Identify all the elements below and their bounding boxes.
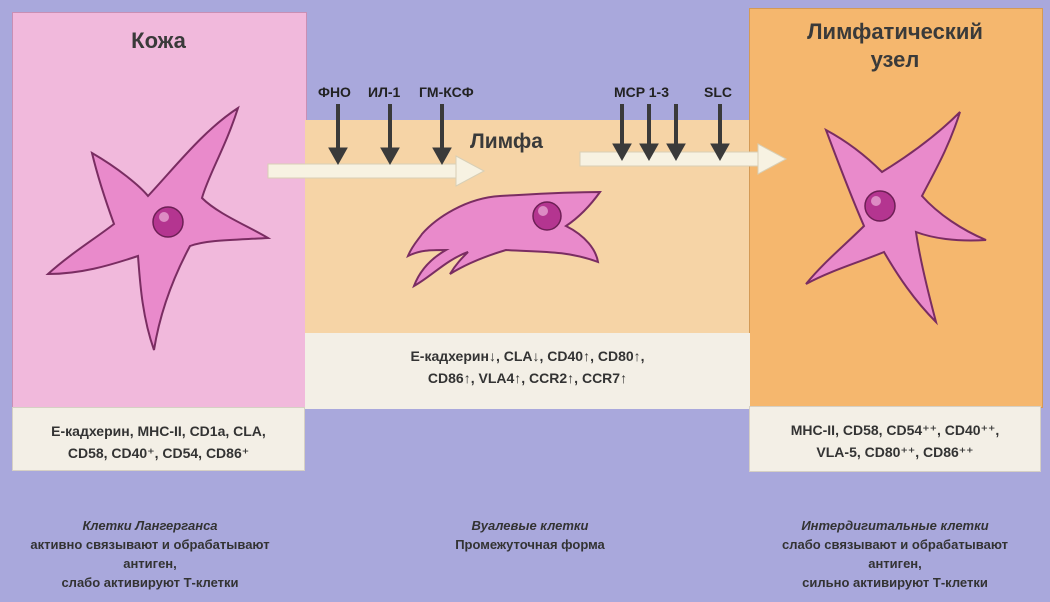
signal-arrow-il1 xyxy=(381,104,399,164)
interdigitating-cell xyxy=(806,112,986,322)
node-markers-box: MHC-II, CD58, CD54⁺⁺, CD40⁺⁺, VLA-5, CD8… xyxy=(749,406,1041,472)
caption-langerhans-line2: антиген, xyxy=(0,554,300,573)
langerhans-cell xyxy=(48,108,268,350)
caption-interdigitating-line2: антиген, xyxy=(742,554,1048,573)
caption-interdigitating-line3: сильно активируют Т-клетки xyxy=(742,573,1048,592)
skin-markers-line2: CD58, CD40⁺, CD54, CD86⁺ xyxy=(13,442,304,464)
node-markers-line1: MHC-II, CD58, CD54⁺⁺, CD40⁺⁺, xyxy=(750,419,1040,441)
lymph-markers-line2: CD86↑, VLA4↑, CCR2↑, CCR7↑ xyxy=(305,367,750,389)
skin-markers-line1: Е-кадхерин, MHC-II, CD1a, CLA, xyxy=(13,420,304,442)
signal-arrow-gmcsf xyxy=(433,104,451,164)
caption-veiled-title: Вуалевые клетки xyxy=(430,516,630,535)
caption-langerhans: Клетки Лангерганса активно связывают и о… xyxy=(0,516,300,592)
signal-label-slc: SLC xyxy=(704,84,732,100)
signal-arrow-tnf xyxy=(329,104,347,164)
node-markers-line2: VLA-5, CD80⁺⁺, CD86⁺⁺ xyxy=(750,441,1040,463)
signal-label-gmcsf: ГМ-КСФ xyxy=(419,84,474,100)
caption-veiled: Вуалевые клетки Промежуточная форма xyxy=(430,516,630,554)
caption-interdigitating: Интердигитальные клетки слабо связывают … xyxy=(742,516,1048,592)
veiled-cell xyxy=(408,192,600,286)
caption-interdigitating-line1: слабо связывают и обрабатывают xyxy=(742,535,1048,554)
caption-veiled-line1: Промежуточная форма xyxy=(430,535,630,554)
caption-langerhans-line3: слабо активируют Т-клетки xyxy=(0,573,300,592)
lymph-markers-line1: Е-кадхерин↓, CLA↓, CD40↑, CD80↑, xyxy=(305,345,750,367)
migration-arrow-1 xyxy=(268,156,484,186)
caption-interdigitating-title: Интердигитальные клетки xyxy=(742,516,1048,535)
caption-langerhans-title: Клетки Лангерганса xyxy=(0,516,300,535)
skin-markers-box: Е-кадхерин, MHC-II, CD1a, CLA, CD58, CD4… xyxy=(12,407,305,471)
caption-langerhans-line1: активно связывают и обрабатывают xyxy=(0,535,300,554)
lymph-markers-box: Е-кадхерин↓, CLA↓, CD40↑, CD80↑, CD86↑, … xyxy=(305,333,750,409)
signal-label-il1: ИЛ-1 xyxy=(368,84,400,100)
signal-label-mcp: MCP 1-3 xyxy=(614,84,669,100)
signal-label-tnf: ФНО xyxy=(318,84,351,100)
